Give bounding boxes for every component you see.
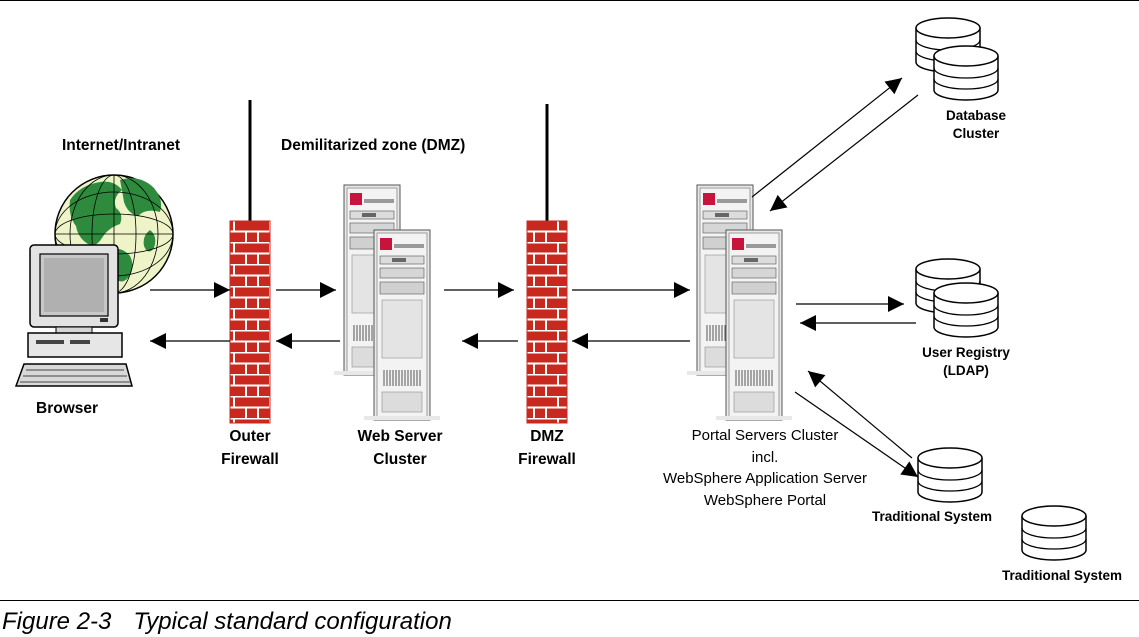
caption-rule xyxy=(0,600,1139,601)
dmz-firewall-label: DMZ Firewall xyxy=(505,425,589,471)
browser-label: Browser xyxy=(36,400,99,417)
response-arrows xyxy=(150,315,916,349)
database-cluster-line1: Database xyxy=(945,108,1007,123)
zone-dmz-label: Demilitarized zone (DMZ) xyxy=(281,137,466,154)
outer-firewall-line1: Outer xyxy=(229,428,271,445)
traditional-system-label: Traditional System xyxy=(872,509,993,524)
computer-icon xyxy=(14,244,133,387)
dmz-firewall-line1: DMZ xyxy=(530,428,564,445)
figure-caption: Figure 2-3 Typical standard configuration xyxy=(2,608,452,636)
database-icon xyxy=(1021,505,1087,561)
web-server-cluster-line1: Web Server xyxy=(357,428,443,445)
backend-arrows xyxy=(751,77,919,478)
user-registry-line2: (LDAP) xyxy=(943,363,989,378)
outer-firewall-label: Outer Firewall xyxy=(208,425,292,471)
figure-title: Typical standard configuration xyxy=(133,608,452,635)
diagram-canvas xyxy=(14,17,1087,561)
database-icon xyxy=(915,258,999,338)
database-cluster-label: Database Cluster xyxy=(926,107,1026,143)
portal-cluster-line2: incl. xyxy=(751,448,779,466)
zone-internet-label: Internet/Intranet xyxy=(62,137,180,154)
web-server-cluster-label: Web Server Cluster xyxy=(340,425,460,471)
database-icon xyxy=(917,447,983,503)
user-registry-line1: User Registry xyxy=(922,345,1010,360)
top-rule xyxy=(0,0,1139,1)
portal-cluster-label: Portal Servers Cluster incl. WebSphere A… xyxy=(640,425,890,511)
server-icon xyxy=(715,229,793,421)
portal-cluster-line4: WebSphere Portal xyxy=(703,491,827,509)
firewall-icon xyxy=(526,104,568,424)
portal-cluster-line3: WebSphere Application Server xyxy=(662,470,867,487)
database-icon xyxy=(915,17,999,101)
request-arrows xyxy=(150,282,904,312)
traditional-system-label: Traditional System xyxy=(1002,568,1123,583)
outer-firewall-line2: Firewall xyxy=(221,451,279,468)
portal-cluster-line1: Portal Servers Cluster xyxy=(691,427,839,444)
firewall-icon xyxy=(229,100,271,424)
server-icon xyxy=(363,229,441,421)
web-server-cluster-line2: Cluster xyxy=(373,451,427,468)
database-cluster-line2: Cluster xyxy=(952,126,1000,141)
user-registry-label: User Registry (LDAP) xyxy=(908,344,1024,380)
dmz-firewall-line2: Firewall xyxy=(518,451,576,468)
figure-number: Figure 2-3 xyxy=(2,608,112,635)
